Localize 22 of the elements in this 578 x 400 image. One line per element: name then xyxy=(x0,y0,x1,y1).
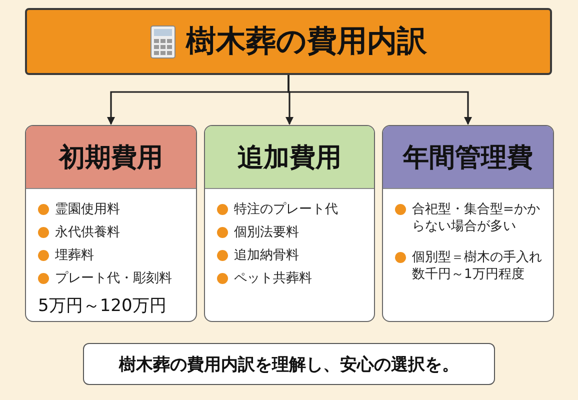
list-item: 埋葬料 xyxy=(55,247,94,264)
title-banner xyxy=(25,8,552,75)
cost-card xyxy=(25,125,197,322)
cost-card xyxy=(204,125,375,322)
list-item: 霊園使用料 xyxy=(55,201,120,218)
list-item: 特注のプレート代 xyxy=(234,201,338,218)
arrow xyxy=(288,75,472,125)
list-item: 永代供養料 xyxy=(55,224,120,241)
cost-card xyxy=(382,125,554,322)
list-item: 個別法要料 xyxy=(234,224,299,241)
list-item: 合祀型・集合型=かからない場合が多い xyxy=(412,201,541,235)
card-header: 年間管理費 xyxy=(383,126,553,189)
card-header: 追加費用 xyxy=(205,126,374,189)
list-item: 個別型＝樹木の手入れ数千円～1万円程度 xyxy=(412,249,543,283)
title-text: 樹木葬の費用内訳 xyxy=(186,23,427,61)
list-item: プレート代・彫刻料 xyxy=(55,270,172,287)
message-text: 樹木葬の費用内訳を理解し、安心の選択を。 xyxy=(119,354,459,376)
card-header: 初期費用 xyxy=(26,126,196,189)
list-item: 追加納骨料 xyxy=(234,247,299,264)
message-box xyxy=(83,343,495,385)
list-item: ペット共葬料 xyxy=(234,270,312,287)
price-range: 5万円～120万円 xyxy=(38,295,166,317)
